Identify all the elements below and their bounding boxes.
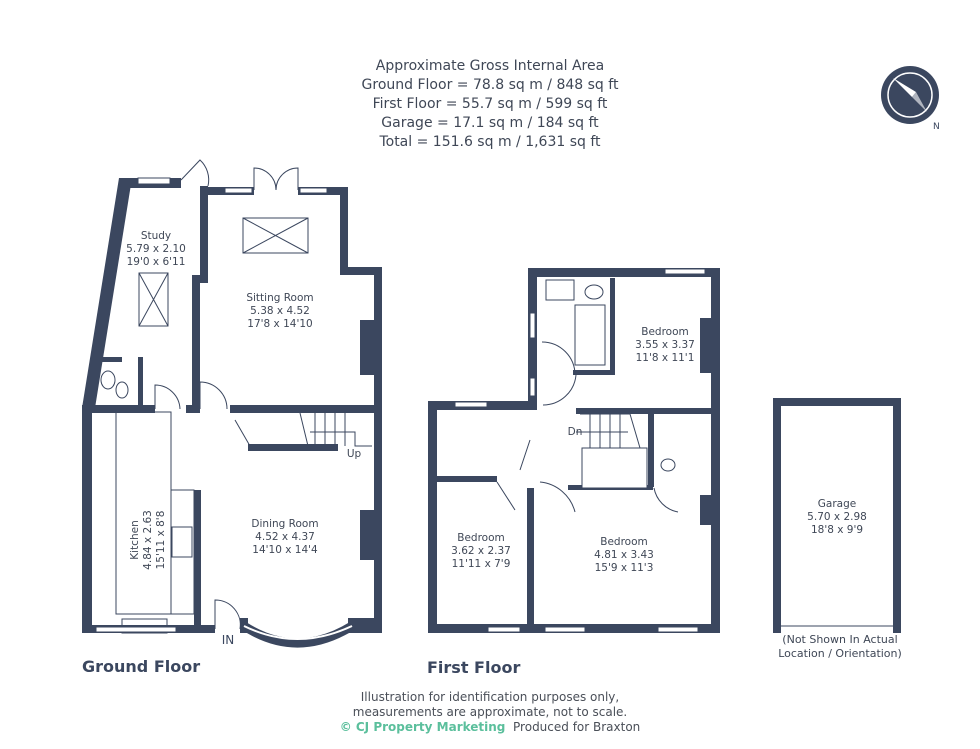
room-name: Bedroom bbox=[457, 532, 505, 544]
garage-note-line1: (Not Shown In Actual bbox=[782, 633, 898, 646]
area-summary: Approximate Gross Internal Area Ground F… bbox=[330, 57, 650, 152]
room-metric: 3.62 x 2.37 bbox=[451, 545, 511, 557]
wall bbox=[82, 178, 132, 408]
room-metric: 4.84 x 2.63 bbox=[142, 510, 154, 570]
area-summary-title: Approximate Gross Internal Area bbox=[375, 58, 605, 74]
garage-plan: Garage 5.70 x 2.98 18'8 x 9'9 bbox=[773, 398, 901, 633]
room-metric: 5.70 x 2.98 bbox=[807, 511, 867, 523]
room-name: Bedroom bbox=[641, 326, 689, 338]
first-floor-title: First Floor bbox=[427, 658, 521, 677]
room-imperial: 17'8 x 14'10 bbox=[247, 318, 312, 330]
entrance-label: IN bbox=[222, 633, 235, 647]
disclaimer-line1: Illustration for identification purposes… bbox=[360, 690, 620, 704]
area-garage: Garage = 17.1 sq m / 184 sq ft bbox=[381, 115, 599, 131]
first-floor-plan: Dn Bedroom 3.55 x 3.37 11'8 x 11'1 Bedro… bbox=[428, 268, 720, 633]
produced-for: Produced for Braxton bbox=[513, 720, 641, 734]
room-metric: 3.55 x 3.37 bbox=[635, 339, 695, 351]
room-bedroom-1: Bedroom 3.55 x 3.37 11'8 x 11'1 bbox=[635, 326, 695, 364]
room-metric: 5.79 x 2.10 bbox=[126, 243, 186, 255]
room-imperial: 11'11 x 7'9 bbox=[452, 558, 511, 570]
room-name: Kitchen bbox=[129, 520, 141, 559]
room-sitting-room: Sitting Room 5.38 x 4.52 17'8 x 14'10 bbox=[246, 292, 313, 330]
room-bedroom-3: Bedroom 4.81 x 3.43 15'9 x 11'3 bbox=[594, 536, 654, 574]
room-name: Sitting Room bbox=[246, 292, 313, 304]
room-imperial: 19'0 x 6'11 bbox=[127, 256, 186, 268]
room-kitchen: Kitchen 4.84 x 2.63 15'11 x 8'8 bbox=[129, 510, 167, 570]
room-metric: 4.81 x 3.43 bbox=[594, 549, 654, 561]
area-total: Total = 151.6 sq m / 1,631 sq ft bbox=[379, 134, 601, 150]
room-imperial: 15'9 x 11'3 bbox=[595, 562, 654, 574]
compass-north-icon: N bbox=[881, 66, 940, 132]
compass-label: N bbox=[933, 122, 940, 132]
room-dining-room: Dining Room 4.52 x 4.37 14'10 x 14'4 bbox=[251, 518, 318, 556]
room-name: Bedroom bbox=[600, 536, 648, 548]
room-imperial: 11'8 x 11'1 bbox=[636, 352, 695, 364]
area-ground-floor: Ground Floor = 78.8 sq m / 848 sq ft bbox=[361, 77, 619, 93]
room-name: Garage bbox=[818, 498, 856, 510]
brand-credit: © CJ Property Marketing bbox=[339, 720, 506, 734]
area-first-floor: First Floor = 55.7 sq m / 599 sq ft bbox=[372, 96, 608, 112]
disclaimer-line2: measurements are approximate, not to sca… bbox=[352, 705, 628, 719]
stairs-up-label: Up bbox=[347, 448, 362, 460]
stairs-down-label: Dn bbox=[568, 426, 583, 438]
room-imperial: 15'11 x 8'8 bbox=[155, 511, 167, 570]
room-metric: 5.38 x 4.52 bbox=[250, 305, 310, 317]
room-name: Study bbox=[141, 230, 171, 242]
room-bedroom-2: Bedroom 3.62 x 2.37 11'11 x 7'9 bbox=[451, 532, 511, 570]
room-name: Dining Room bbox=[251, 518, 318, 530]
garage-note-line2: Location / Orientation) bbox=[778, 647, 902, 660]
room-imperial: 18'8 x 9'9 bbox=[811, 524, 863, 536]
footer: Illustration for identification purposes… bbox=[320, 690, 660, 735]
room-garage: Garage 5.70 x 2.98 18'8 x 9'9 bbox=[807, 498, 867, 536]
room-imperial: 14'10 x 14'4 bbox=[252, 544, 318, 556]
garage-note: (Not Shown In Actual Location / Orientat… bbox=[760, 633, 920, 661]
room-study: Study 5.79 x 2.10 19'0 x 6'11 bbox=[126, 230, 186, 268]
ground-floor-plan: Up IN Study 5.79 x 2.10 19'0 x 6'11 Sitt… bbox=[82, 159, 382, 648]
ground-floor-title: Ground Floor bbox=[82, 657, 201, 676]
room-metric: 4.52 x 4.37 bbox=[255, 531, 315, 543]
